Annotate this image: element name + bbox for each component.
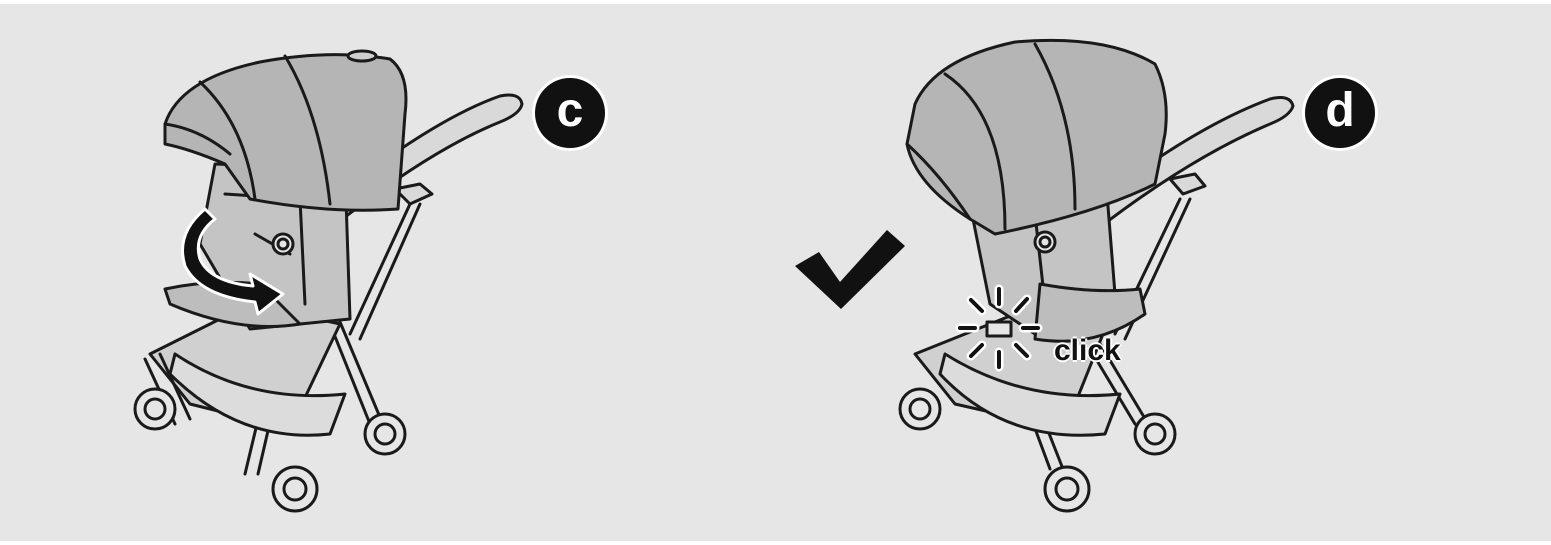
checkmark-icon [795, 230, 905, 309]
step-badge-d: d [1305, 78, 1375, 148]
step-panel-d: click d [775, 4, 1551, 541]
stroller-illustration-d [775, 4, 1551, 541]
step-badge-c: c [535, 78, 605, 148]
stroller-illustration-c [0, 4, 775, 541]
step-panel-c: c [0, 4, 775, 541]
click-label: click [1054, 334, 1121, 368]
